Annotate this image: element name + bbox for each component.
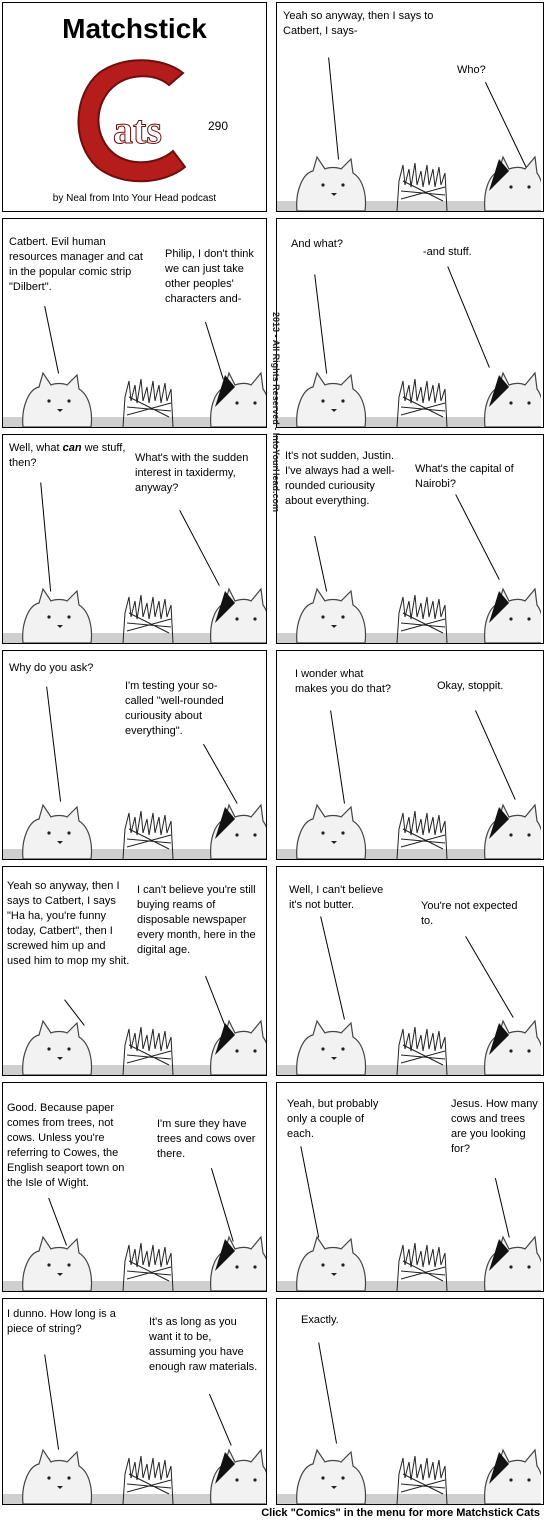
- cats-row: [277, 367, 541, 427]
- dialogue-left-part2: we stuff, then?: [9, 442, 126, 469]
- comic-panel-5: It's not sudden, Justin. I've always had…: [276, 434, 544, 644]
- dialogue-left: Why do you ask?: [9, 662, 94, 674]
- dialogue-right: Who?: [457, 64, 486, 76]
- dialogue-left: Exactly.: [301, 1314, 339, 1326]
- cats-row: [277, 799, 541, 859]
- dialogue-left: Yeah, but probably only a couple of each…: [287, 1098, 379, 1140]
- matchstick-cats-logo: ats: [77, 59, 187, 183]
- cats-row: [3, 1444, 267, 1504]
- dialogue-right: -and stuff.: [423, 246, 472, 258]
- cats-row: [3, 367, 267, 427]
- dialogue-left: Yeah so anyway, then I says to Catbert, …: [7, 880, 130, 967]
- cats-row: [3, 1231, 267, 1291]
- comic-panel-1: Yeah so anyway, then I says to Catbert, …: [276, 2, 544, 212]
- dialogue-right: It's as long as you want it to be, assum…: [149, 1316, 258, 1373]
- dialogue-left: Well, what can we stuff, then?: [9, 441, 129, 471]
- cats-row: [277, 1015, 541, 1075]
- cats-row: [3, 1015, 267, 1075]
- dialogue-right: Okay, stoppit.: [437, 680, 504, 692]
- dialogue-right: What's with the sudden interest in taxid…: [135, 452, 249, 494]
- comic-panel-7: I wonder what makes you do that? Okay, s…: [276, 650, 544, 860]
- dialogue-left: It's not sudden, Justin. I've always had…: [285, 450, 395, 507]
- dialogue-right: I can't believe you're still buying ream…: [137, 884, 256, 956]
- copyright-notice: 2013 - All Rights Reserved - IntoYourHea…: [271, 312, 281, 513]
- dialogue-right: Jesus. How many cows and trees are you l…: [451, 1098, 538, 1155]
- byline: by Neal from Into Your Head podcast: [52, 193, 217, 204]
- footer-link-text[interactable]: Click "Comics" in the menu for more Matc…: [261, 1507, 540, 1519]
- comic-panel-2: Catbert. Evil human resources manager an…: [2, 218, 267, 428]
- dialogue-left: Good. Because paper comes from trees, no…: [7, 1102, 125, 1189]
- dialogue-left: Catbert. Evil human resources manager an…: [9, 236, 143, 293]
- cats-row: [277, 583, 541, 643]
- dialogue-left: Well, I can't believe it's not butter.: [289, 884, 384, 911]
- speech-lines: [318, 1342, 338, 1444]
- dialogue-right: What's the capital of Nairobi?: [415, 463, 514, 490]
- dialogue-left-part1: Well, what: [9, 442, 63, 454]
- comic-panel-13: Exactly.: [276, 1298, 544, 1505]
- dialogue-right: You're not expected to.: [421, 900, 518, 927]
- dialogue-right: I'm sure they have trees and cows over t…: [157, 1118, 256, 1160]
- comic-panel-8: Yeah so anyway, then I says to Catbert, …: [2, 866, 267, 1076]
- comic-panel-12: I dunno. How long is a piece of string? …: [2, 1298, 267, 1505]
- dialogue-left: I dunno. How long is a piece of string?: [7, 1308, 116, 1335]
- dialogue-left: Yeah so anyway, then I says to Catbert, …: [283, 10, 434, 37]
- comic-panel-9: Well, I can't believe it's not butter. Y…: [276, 866, 544, 1076]
- comic-title: Matchstick: [62, 13, 207, 44]
- issue-number: 290: [208, 119, 229, 133]
- cats-row: [277, 1231, 541, 1291]
- cats-row: [277, 1444, 541, 1504]
- comic-panel-11: Yeah, but probably only a couple of each…: [276, 1082, 544, 1292]
- dialogue-left-emphasis: can: [62, 442, 82, 454]
- title-panel: Matchstick ats 290 by Neal from Into You…: [2, 2, 267, 212]
- comic-panel-6: Why do you ask? I'm testing your so-call…: [2, 650, 267, 860]
- logo-word: ats: [113, 107, 162, 152]
- dialogue-right: I'm testing your so-called "well-rounded…: [125, 680, 224, 737]
- dialogue-left: And what?: [291, 238, 343, 250]
- dialogue-left: I wonder what makes you do that?: [295, 668, 392, 695]
- cats-row: [3, 799, 267, 859]
- cats-row: [277, 151, 541, 211]
- cats-row: [3, 583, 267, 643]
- comic-panel-4: Well, what can we stuff, then? What's wi…: [2, 434, 267, 644]
- comic-panel-3: And what? -and stuff.: [276, 218, 544, 428]
- dialogue-right: Philip, I don't think we can just take o…: [165, 248, 254, 305]
- comic-panel-10: Good. Because paper comes from trees, no…: [2, 1082, 267, 1292]
